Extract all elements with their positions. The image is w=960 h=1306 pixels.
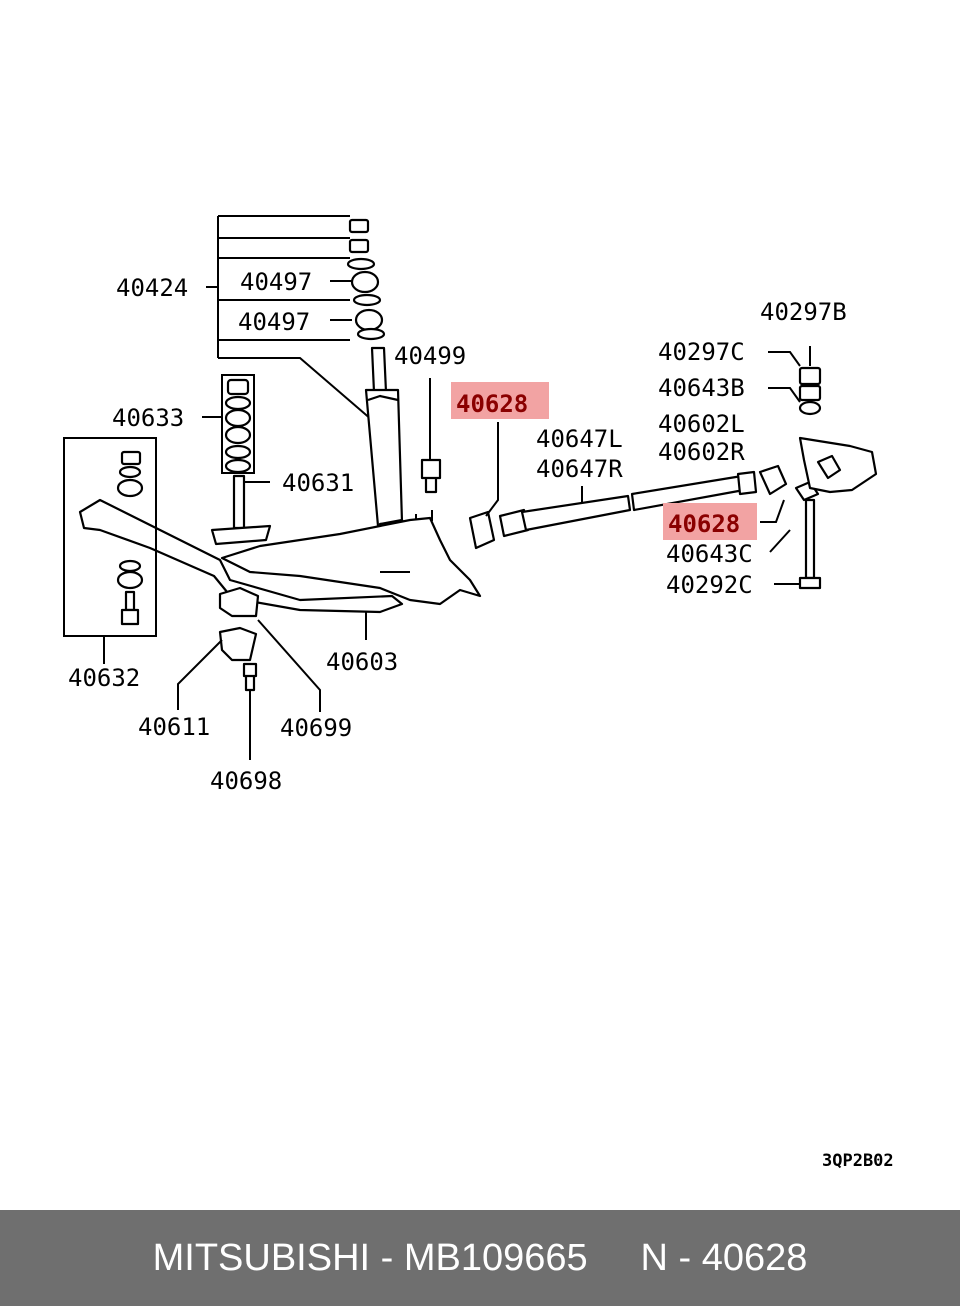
label-40497-upper: 40497 — [240, 268, 312, 296]
label-40698: 40698 — [210, 767, 282, 795]
label-40628-highlighted-bottom: 40628 — [668, 510, 740, 538]
label-40603: 40603 — [326, 648, 398, 676]
label-40643B: 40643B — [658, 374, 745, 402]
label-40647R: 40647R — [536, 455, 623, 483]
footer-separator: - — [370, 1236, 404, 1279]
label-40497-lower: 40497 — [238, 308, 310, 336]
footer-brand: MITSUBISHI — [152, 1236, 371, 1279]
parts-diagram: 40424 40497 40497 40499 40633 40631 4062… — [63, 215, 894, 1171]
bushing-stack-group — [202, 374, 272, 546]
diagram-code: 3QP2B02 — [822, 1151, 894, 1171]
label-40292C: 40292C — [666, 571, 753, 599]
label-40699: 40699 — [280, 714, 352, 742]
highlight-box-bottom — [663, 503, 757, 540]
footer-bar: MITSUBISHI - MB109665 N - 40628 — [0, 1210, 960, 1306]
highlight-box-top — [451, 382, 549, 419]
footer-part-number: MB109665 — [403, 1236, 588, 1279]
label-40647L: 40647L — [536, 425, 623, 453]
label-40631: 40631 — [282, 469, 354, 497]
label-40424: 40424 — [116, 274, 188, 302]
label-40628-highlighted-top: 40628 — [456, 390, 528, 418]
label-40633: 40633 — [112, 404, 184, 432]
footer-separator-2: - — [667, 1236, 702, 1279]
label-40297B: 40297B — [760, 298, 847, 326]
label-40297C: 40297C — [658, 338, 745, 366]
link-bolt-group — [63, 437, 157, 664]
label-40602R: 40602R — [658, 438, 745, 466]
stabilizer-bar-group — [78, 498, 482, 692]
label-40499: 40499 — [394, 342, 466, 370]
label-40643C: 40643C — [666, 540, 753, 568]
label-40632: 40632 — [68, 664, 140, 692]
footer-ref-prefix: N — [640, 1236, 668, 1279]
strut-rod-group — [468, 346, 878, 590]
label-40611: 40611 — [138, 713, 210, 741]
footer-gap — [588, 1237, 641, 1280]
label-40602L: 40602L — [658, 410, 745, 438]
shock-absorber-group — [206, 215, 442, 554]
footer-ref-number: 40628 — [701, 1236, 808, 1279]
